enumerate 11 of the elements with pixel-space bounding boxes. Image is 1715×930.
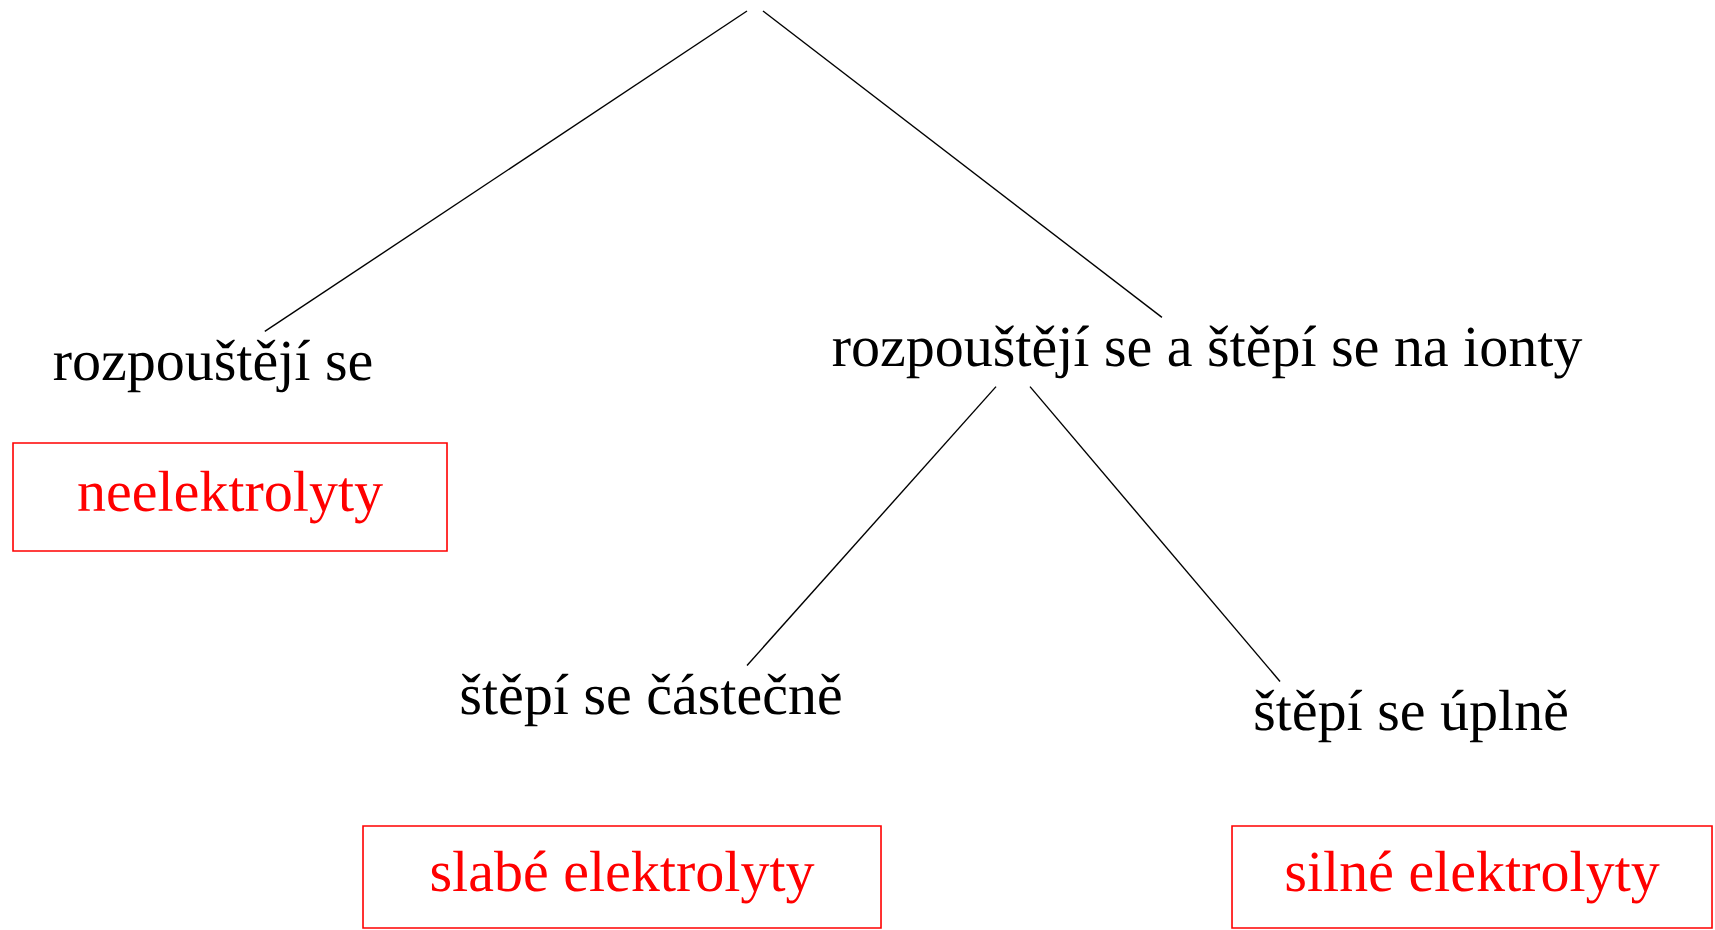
branch-text: rozpouštějí se a štěpí se na ionty [832, 325, 1583, 379]
branch-text: štěpí se úplně [1255, 689, 1567, 743]
branch-line [746, 385, 997, 667]
term-box: slabé elektrolyty [362, 825, 882, 929]
term-box: neelektrolyty [12, 442, 448, 552]
branch-line [762, 10, 1163, 319]
branch-text: štěpí se částečně [461, 673, 841, 727]
branch-line [264, 10, 748, 333]
branch-line [1029, 385, 1281, 683]
branch-text: rozpouštějí se [53, 339, 372, 393]
term-box: silné elektrolyty [1231, 825, 1713, 929]
